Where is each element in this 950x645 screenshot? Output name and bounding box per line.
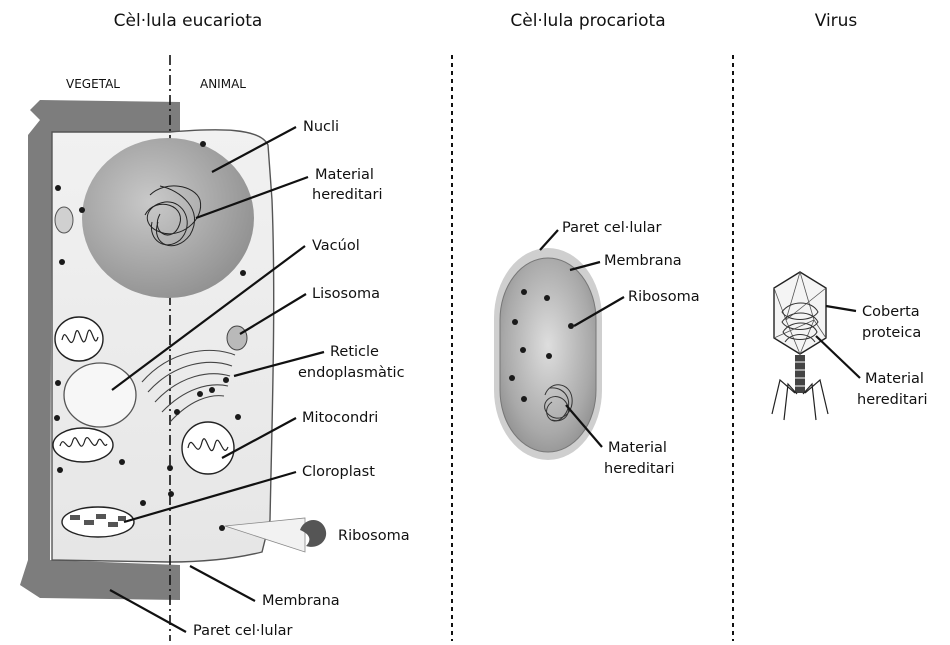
virus-label-genetic-1: Material [865,371,924,387]
animal-mitochondrion [182,422,234,474]
prokaryote-label-genetic-2: hereditari [604,461,674,477]
label-mitochondrion: Mitocondri [302,410,378,426]
plant-mitochondrion [55,317,103,361]
label-membrane: Membrana [262,593,340,609]
label-er-2: endoplasmàtic [298,365,405,381]
prokaryote-label-ribosome: Ribosoma [628,289,700,305]
virus-label-capsid-2: proteica [862,325,921,341]
prokaryotic-cell: Paret cel·lular Membrana Ribosoma Materi… [494,220,700,477]
prokaryote-label-membrane: Membrana [604,253,682,269]
plant-mitochondrion-2 [53,428,113,462]
virus-label-genetic-2: hereditari [857,392,927,408]
virus-heading: Virus [815,11,858,31]
lysosome [227,326,247,350]
prokaryote-label-genetic-1: Material [608,440,667,456]
label-genetic-material-2: hereditari [312,187,382,203]
animal-side-label: ANIMAL [200,77,246,91]
label-vacuole: Vacúol [312,238,360,254]
small-plant-organelle [55,207,73,233]
label-genetic-material-1: Material [315,167,374,183]
label-ribosome: Ribosoma [338,528,410,544]
label-er-1: Reticle [330,344,379,360]
chloroplast [62,507,134,537]
nucleus [82,138,254,298]
label-cell-wall: Paret cel·lular [193,623,292,639]
prokaryote-heading: Cèl·lula procariota [510,11,665,31]
label-lysosome: Lisosoma [312,286,380,302]
prokaryote-label-cell-wall: Paret cel·lular [562,220,661,236]
vacuole [64,363,136,427]
label-chloroplast: Cloroplast [302,464,375,480]
eukaryotic-cell: VEGETAL ANIMAL [20,55,410,641]
eukaryote-heading: Cèl·lula eucariota [114,11,263,31]
plant-side-label: VEGETAL [66,77,120,91]
virus-label-capsid-1: Coberta [862,304,920,320]
virus-tail [795,355,805,393]
label-nucleus: Nucli [303,119,339,135]
bacteriophage: Coberta proteica Material hereditari [772,272,927,420]
